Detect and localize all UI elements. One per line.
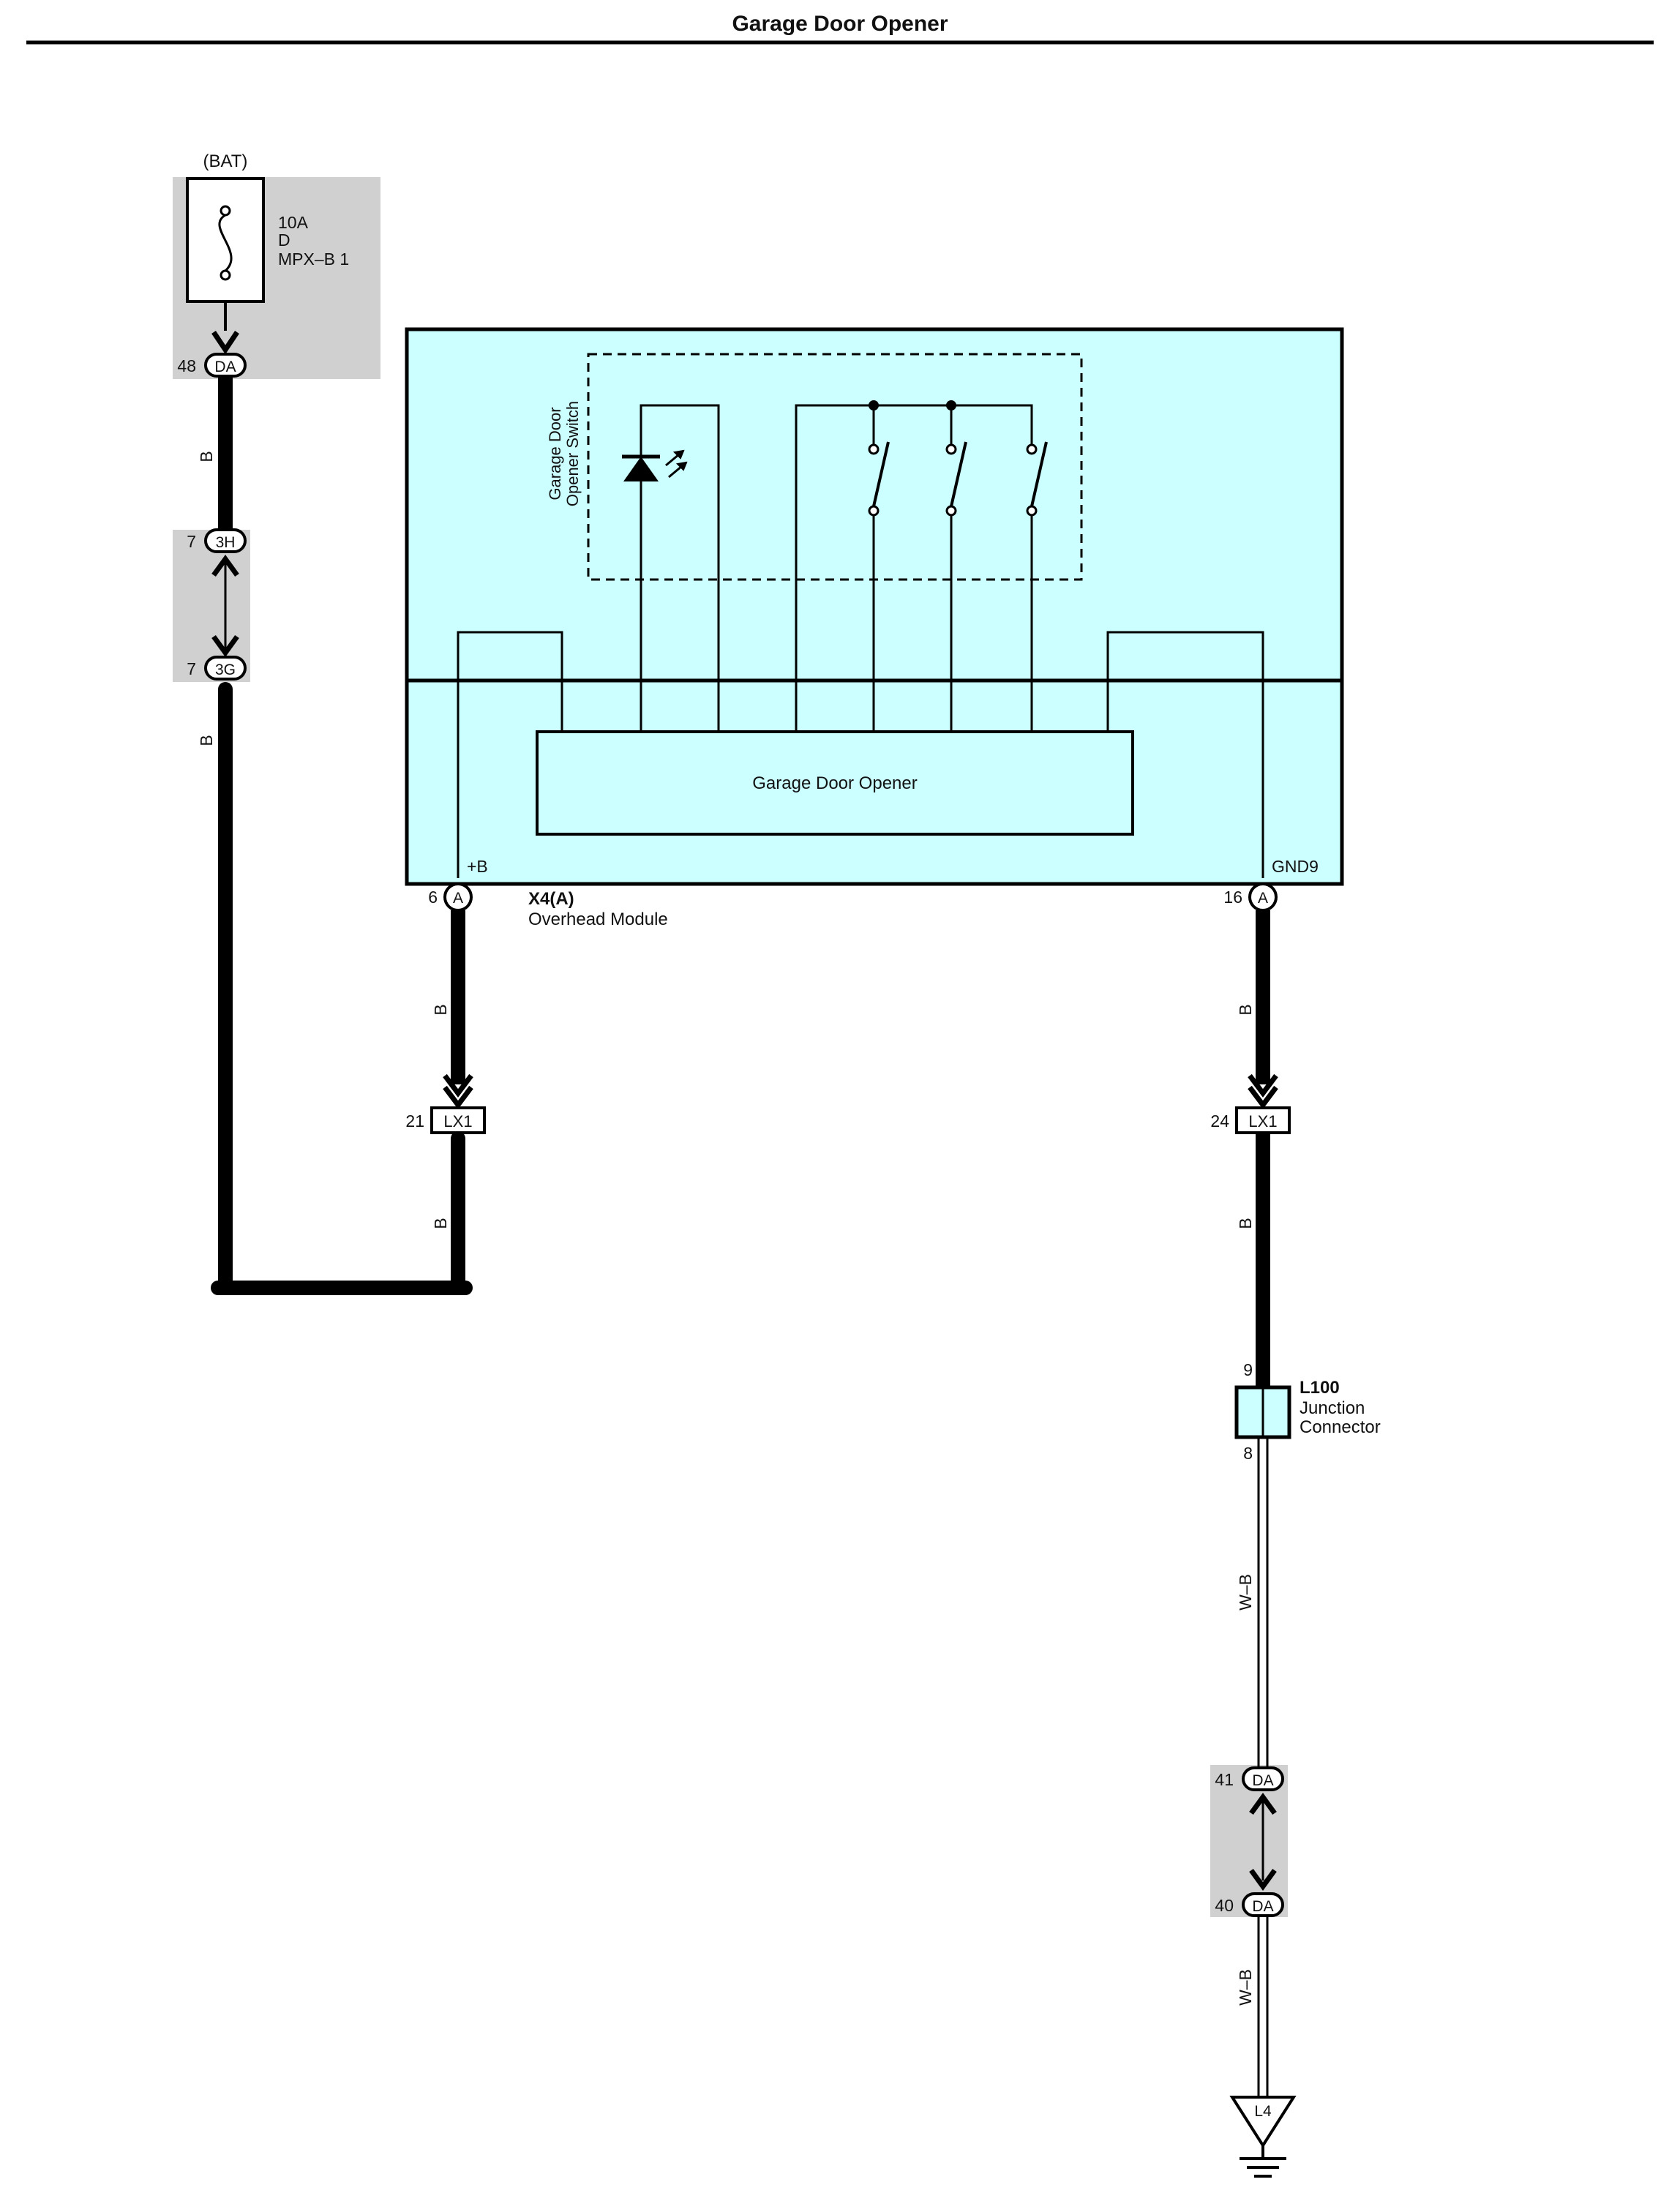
switch-label-line1: Garage Door: [546, 407, 564, 500]
arrow-down-icon: [443, 1073, 473, 1109]
connector-pin: 6: [428, 888, 438, 907]
connector-pin: 41: [1215, 1770, 1234, 1789]
bat-wire: [211, 375, 473, 1295]
connector-pin: 21: [405, 1112, 424, 1131]
ground-point: [1229, 2096, 1297, 2148]
switch-box: [587, 353, 1083, 581]
module-id: X4(A): [528, 889, 574, 909]
connector-code: A: [1258, 890, 1268, 907]
junction-id: L100: [1300, 1378, 1340, 1398]
splice-link-icon: [1249, 1793, 1277, 1891]
connector-code: DA: [214, 359, 236, 375]
connector-code: A: [453, 890, 463, 907]
module-name: Overhead Module: [528, 910, 668, 929]
connector-da-41: [1242, 1766, 1284, 1791]
connector-pin: 7: [187, 532, 196, 551]
connector-pin: 7: [187, 659, 196, 678]
junction-pin-in: 9: [1243, 1360, 1253, 1379]
battery-label: (BAT): [203, 151, 248, 171]
connector-pin: 16: [1223, 888, 1242, 907]
page-title: Garage Door Opener: [732, 12, 948, 36]
connector-da-48: [204, 353, 247, 378]
wire-color-label: B: [197, 735, 216, 746]
arrow-down-icon: [1248, 1073, 1278, 1109]
connector-da-40: [1242, 1892, 1284, 1917]
ground-wire: [1257, 1437, 1269, 2099]
wire-color-label: B: [1236, 1004, 1255, 1015]
opener-block-label: Garage Door Opener: [752, 773, 917, 793]
connector-pin: 24: [1210, 1112, 1229, 1131]
connector-3g: [204, 656, 247, 681]
led-icon: [622, 449, 688, 481]
wire-color-label: W–B: [1236, 1574, 1255, 1611]
connector-code: 3H: [216, 534, 236, 551]
opener-block: [536, 730, 1134, 836]
connector-pin: 40: [1215, 1896, 1234, 1915]
junction-line1: Junction: [1300, 1398, 1365, 1418]
connector-pin: 48: [177, 356, 196, 375]
wire-color-label: B: [431, 1004, 450, 1015]
wire-color-label: B: [1236, 1218, 1255, 1229]
fuse-rating: 10A: [278, 213, 309, 232]
junction-line2: Connector: [1300, 1417, 1381, 1437]
wire-color-label: B: [197, 451, 216, 462]
switch-contacts-icon: [868, 400, 1048, 517]
wire-color-label: B: [431, 1218, 450, 1229]
ground-code: L4: [1254, 2103, 1272, 2120]
junction-pin-out: 8: [1243, 1444, 1253, 1463]
pin-gnd-label: GND9: [1272, 857, 1319, 876]
fuse-type: D: [278, 230, 290, 250]
connector-lx1-21: [430, 1106, 486, 1134]
fuse-name: MPX–B 1: [278, 250, 349, 269]
connector-3h: [204, 528, 247, 553]
connector-code: LX1: [443, 1112, 472, 1131]
internal-wiring: [457, 404, 1264, 878]
fuse-icon: [218, 205, 233, 281]
connector-code: 3G: [215, 661, 236, 678]
wire-color-label: W–B: [1236, 1969, 1255, 2006]
switch-label-line2: Opener Switch: [563, 401, 582, 506]
splice-link-icon: [211, 555, 239, 657]
ground-icon: [1240, 2145, 1286, 2178]
connector-code: LX1: [1248, 1112, 1277, 1131]
arrow-down-icon: [211, 331, 239, 355]
connector-code: DA: [1252, 1898, 1273, 1915]
connector-code: DA: [1252, 1772, 1273, 1789]
pin-plus-label: +B: [467, 857, 488, 876]
